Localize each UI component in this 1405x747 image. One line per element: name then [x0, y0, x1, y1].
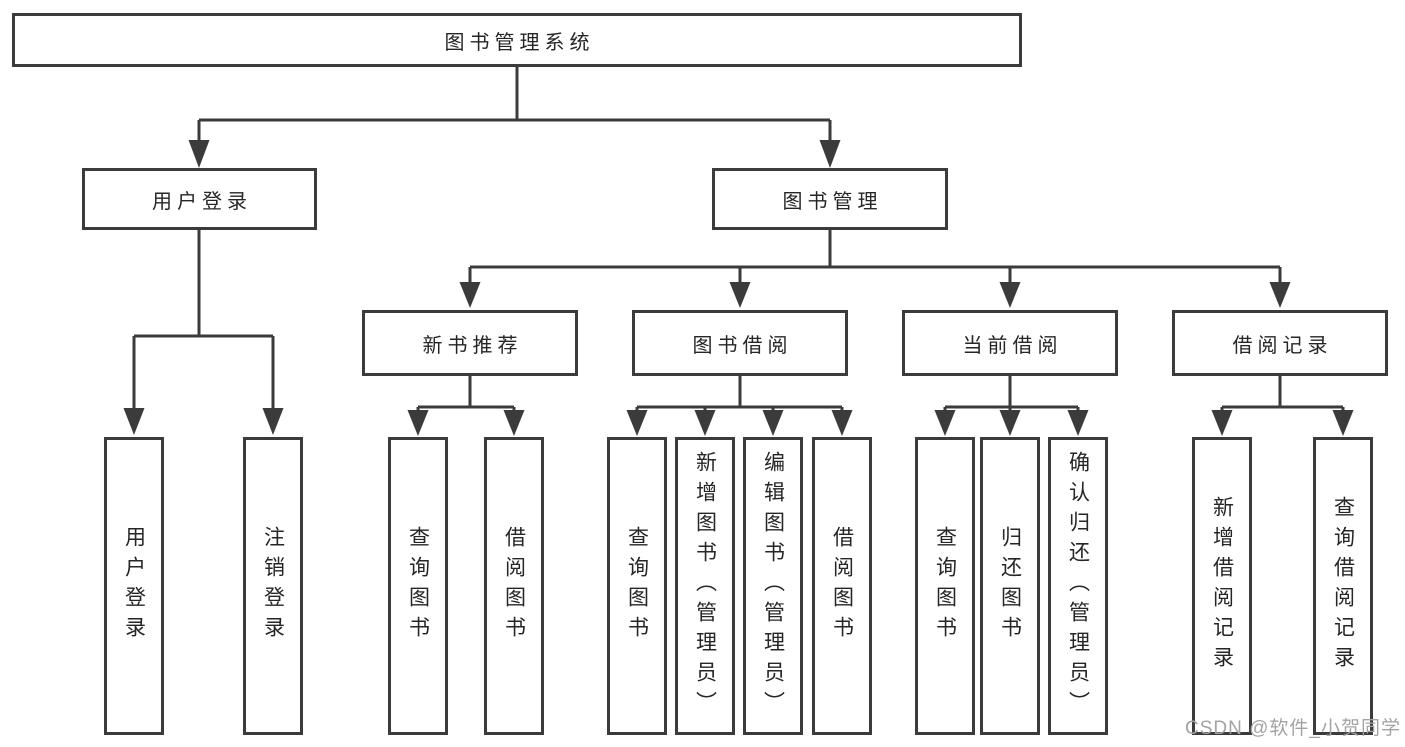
connector-borrow-records [1211, 376, 1354, 436]
leaf-return-books-label: 归还图书 [998, 526, 1022, 646]
node-book-borrow-label: 图书借阅 [692, 334, 793, 357]
node-root: 图书管理系统 [12, 13, 1022, 67]
leaf-borrow-books-recommend-label: 借阅图书 [502, 526, 526, 646]
connector-book-borrow [626, 376, 853, 436]
node-book-management-label: 图书管理 [782, 190, 883, 213]
leaf-query-books-recommend: 查询图书 [388, 437, 448, 735]
leaf-edit-books-admin: 编辑图书（管理员） [743, 437, 803, 735]
leaf-add-borrow-record-label: 新增借阅记录 [1210, 496, 1234, 676]
leaf-query-borrow-record-label: 查询借阅记录 [1331, 496, 1355, 676]
connector-current-borrow [934, 376, 1089, 436]
node-book-borrow: 图书借阅 [632, 310, 848, 376]
leaf-add-books-admin: 新增图书（管理员） [675, 437, 735, 735]
node-root-label: 图书管理系统 [444, 31, 595, 54]
connector-root [188, 67, 841, 168]
leaf-query-books-borrow: 查询图书 [607, 437, 667, 735]
node-current-borrow-label: 当前借阅 [962, 334, 1063, 357]
leaf-add-borrow-record: 新增借阅记录 [1192, 437, 1252, 735]
connector-book-management [459, 230, 1291, 308]
leaf-query-books-recommend-label: 查询图书 [406, 526, 430, 646]
node-current-borrow: 当前借阅 [902, 310, 1118, 376]
node-book-management: 图书管理 [712, 168, 948, 230]
node-user-login-label: 用户登录 [152, 190, 252, 213]
csdn-watermark: CSDN @软件_小贺同学 [1185, 718, 1401, 739]
connector-new-book-recommend [407, 376, 525, 436]
node-borrow-records-label: 借阅记录 [1232, 334, 1333, 357]
leaf-edit-books-admin-label: 编辑图书（管理员） [761, 451, 785, 721]
leaf-borrow-books-recommend: 借阅图书 [484, 437, 544, 735]
leaf-user-login: 用户登录 [104, 437, 164, 735]
leaf-borrow-books-label: 借阅图书 [830, 526, 854, 646]
leaf-return-books: 归还图书 [980, 437, 1040, 735]
leaf-logout-login: 注销登录 [243, 437, 303, 735]
leaf-borrow-books: 借阅图书 [812, 437, 872, 735]
leaf-query-books-current-label: 查询图书 [933, 526, 957, 646]
leaf-query-books-borrow-label: 查询图书 [625, 526, 649, 646]
node-new-book-recommend-label: 新书推荐 [422, 334, 523, 357]
connector-user-login [123, 230, 284, 435]
node-borrow-records: 借阅记录 [1172, 310, 1388, 376]
leaf-confirm-return-admin-label: 确认归还（管理员） [1066, 451, 1090, 721]
leaf-confirm-return-admin: 确认归还（管理员） [1048, 437, 1108, 735]
leaf-add-books-admin-label: 新增图书（管理员） [693, 451, 717, 721]
leaf-query-books-current: 查询图书 [915, 437, 975, 735]
leaf-query-borrow-record: 查询借阅记录 [1313, 437, 1373, 735]
node-new-book-recommend: 新书推荐 [362, 310, 578, 376]
leaf-user-login-label: 用户登录 [122, 526, 146, 646]
leaf-logout-login-label: 注销登录 [261, 526, 285, 646]
node-user-login: 用户登录 [82, 168, 317, 230]
